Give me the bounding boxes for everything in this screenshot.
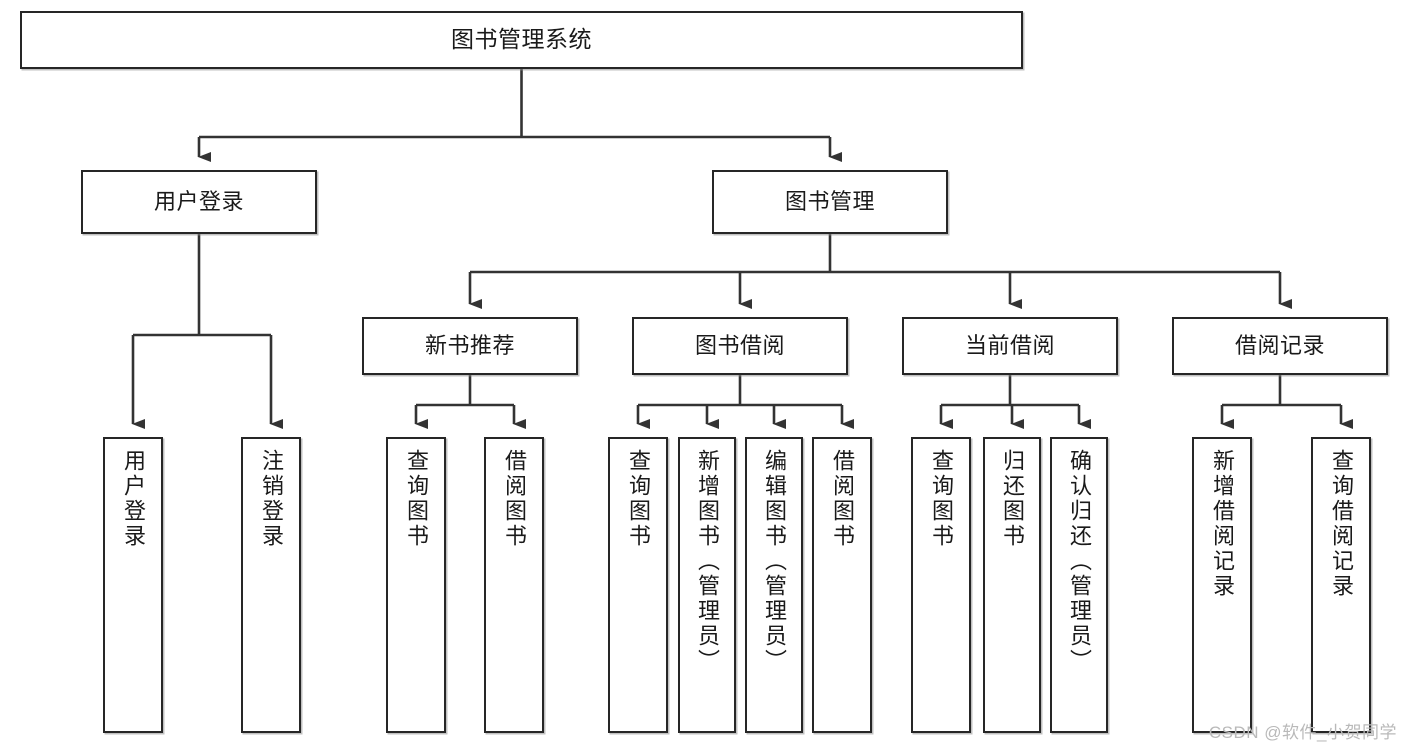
node-leaf-user-login[interactable]: 用户登录 <box>103 437 163 733</box>
node-leaf-add-record[interactable]: 新增借阅记录 <box>1192 437 1252 733</box>
node-label: 图书管理 <box>784 189 875 215</box>
node-label: 图书借阅 <box>694 333 785 359</box>
node-root-system[interactable]: 图书管理系统 <box>20 11 1023 69</box>
node-label: 查询图书 <box>404 449 429 549</box>
node-leaf-user-logout[interactable]: 注销登录 <box>241 437 301 733</box>
node-label: 归还图书 <box>1000 449 1025 549</box>
node-label: 查询图书 <box>626 449 651 549</box>
node-leaf-borrow-book-2[interactable]: 借阅图书 <box>812 437 872 733</box>
node-label: 新增图书（管理员） <box>695 449 720 674</box>
node-new-book-rec[interactable]: 新书推荐 <box>362 317 578 375</box>
edges-bookborrow-to-leaves <box>636 375 854 429</box>
node-borrow-record[interactable]: 借阅记录 <box>1172 317 1388 375</box>
node-label: 查询借阅记录 <box>1329 449 1354 599</box>
node-leaf-add-book[interactable]: 新增图书（管理员） <box>678 437 736 733</box>
node-leaf-confirm-return[interactable]: 确认归还（管理员） <box>1050 437 1108 733</box>
csdn-watermark: CSDN @软件_小贺同学 <box>1208 723 1397 742</box>
edges-root-to-level2 <box>197 69 842 162</box>
node-leaf-query-book-3[interactable]: 查询图书 <box>911 437 971 733</box>
node-current-borrow[interactable]: 当前借阅 <box>902 317 1118 375</box>
node-label: 当前借阅 <box>964 333 1055 359</box>
node-label: 新书推荐 <box>424 333 515 359</box>
node-leaf-query-book-1[interactable]: 查询图书 <box>386 437 446 733</box>
node-leaf-query-record[interactable]: 查询借阅记录 <box>1311 437 1371 733</box>
edges-userlogin-to-leaves <box>131 234 283 429</box>
node-label: 查询图书 <box>929 449 954 549</box>
node-leaf-query-book-2[interactable]: 查询图书 <box>608 437 668 733</box>
edges-borrowrecord-to-leaves <box>1220 375 1353 429</box>
node-leaf-borrow-book-1[interactable]: 借阅图书 <box>484 437 544 733</box>
node-label: 确认归还（管理员） <box>1067 449 1092 674</box>
node-book-manage[interactable]: 图书管理 <box>712 170 948 234</box>
node-label: 用户登录 <box>121 449 146 549</box>
node-label: 注销登录 <box>259 449 284 549</box>
node-user-login[interactable]: 用户登录 <box>81 170 317 234</box>
node-label: 新增借阅记录 <box>1210 449 1235 599</box>
node-label: 借阅图书 <box>502 449 527 549</box>
node-label: 图书管理系统 <box>451 26 592 53</box>
edges-newbookrec-to-leaves <box>414 375 526 429</box>
node-leaf-return-book[interactable]: 归还图书 <box>983 437 1041 733</box>
node-label: 借阅记录 <box>1234 333 1325 359</box>
edges-bookmanage-to-level3 <box>468 234 1292 309</box>
edges-currentborrow-to-leaves <box>939 375 1091 429</box>
node-book-borrow[interactable]: 图书借阅 <box>632 317 848 375</box>
node-label: 用户登录 <box>153 189 244 215</box>
node-label: 编辑图书（管理员） <box>762 449 787 674</box>
node-label: 借阅图书 <box>830 449 855 549</box>
node-leaf-edit-book[interactable]: 编辑图书（管理员） <box>745 437 803 733</box>
